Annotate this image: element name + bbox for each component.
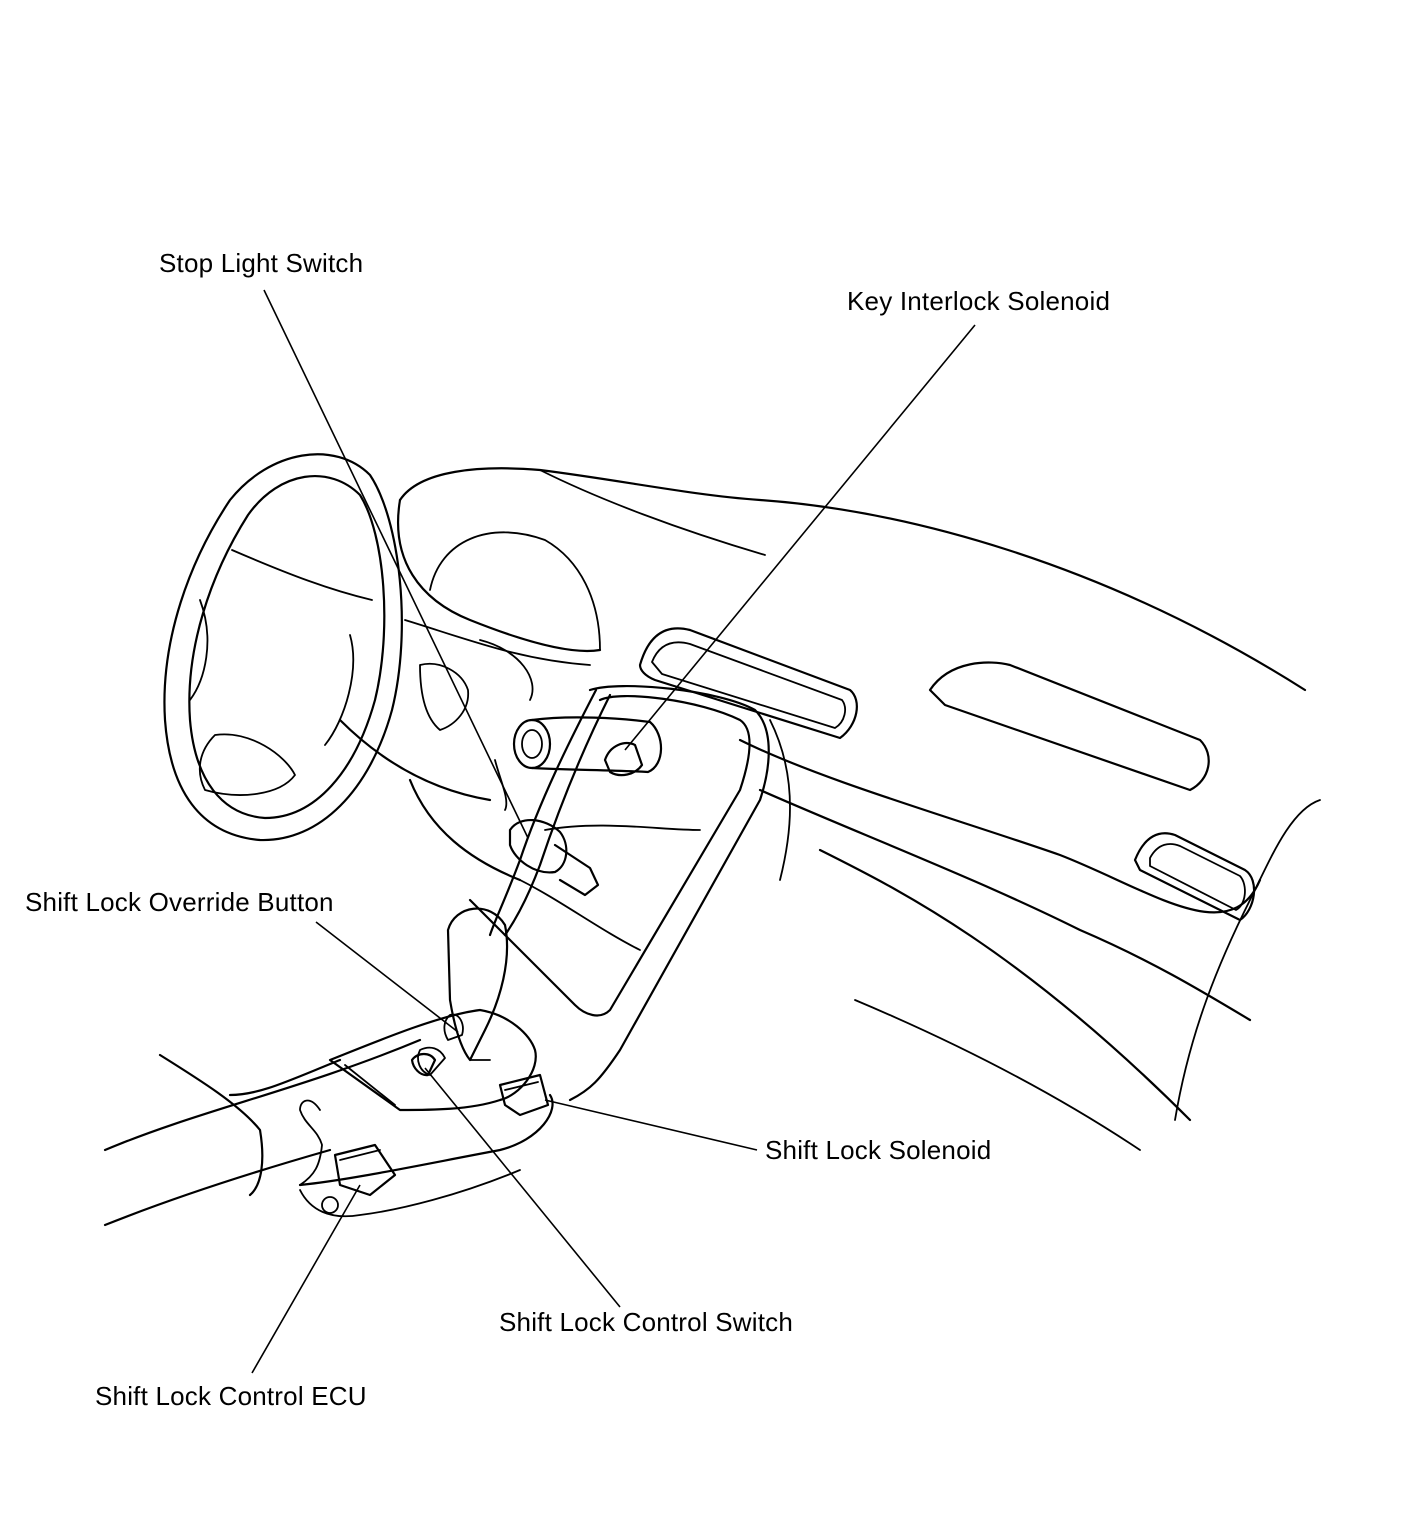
label-key-interlock-solenoid: Key Interlock Solenoid (847, 286, 1111, 316)
label-shift-lock-control-ecu: Shift Lock Control ECU (95, 1381, 367, 1411)
passenger-dash (638, 627, 1321, 1151)
center-console (468, 684, 770, 1102)
shift-lock-control-switch-part (410, 1052, 437, 1077)
label-shift-lock-control-switch: Shift Lock Control Switch (499, 1307, 794, 1337)
ignition-cylinder (512, 716, 663, 777)
leader-shift-lock-control-switch (424, 1067, 621, 1308)
leader-shift-lock-control-ecu (251, 1184, 361, 1374)
leader-shift-lock-override-button (315, 921, 459, 1033)
shift-linkage (488, 688, 612, 937)
leader-shift-lock-solenoid (544, 1099, 758, 1151)
shift-lock-control-ecu-part (321, 1143, 397, 1214)
label-stop-light-switch: Stop Light Switch (159, 248, 364, 278)
shift-lock-solenoid-part (498, 1073, 550, 1117)
steering-wheel (163, 453, 403, 842)
instrument-cluster (397, 467, 1307, 692)
stop-light-switch-part (508, 819, 600, 897)
leader-key-interlock-solenoid (624, 324, 976, 751)
shifter-console (103, 1008, 554, 1227)
label-shift-lock-override-button: Shift Lock Override Button (25, 887, 334, 917)
lower-dash (338, 639, 534, 882)
label-shift-lock-solenoid: Shift Lock Solenoid (765, 1135, 992, 1165)
leader-stop-light-switch (263, 289, 529, 839)
leader-lines (251, 289, 976, 1374)
